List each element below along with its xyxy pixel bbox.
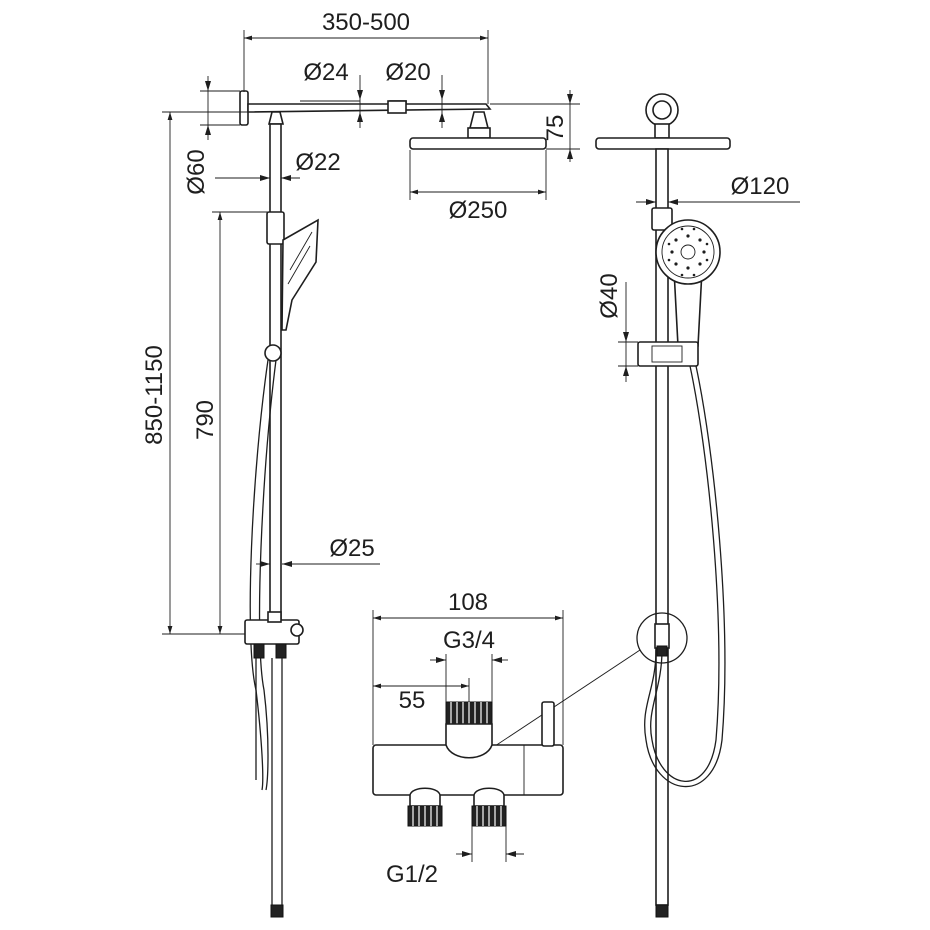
riser-pipe [269, 123, 282, 621]
spray-nozzles [667, 227, 709, 277]
dim-rail-length: 790 [192, 400, 219, 440]
dim-head-dia: Ø250 [449, 197, 508, 224]
dim-riser-dia-bottom: Ø25 [329, 535, 374, 562]
dim-outlet-thread: G3/4 [443, 627, 495, 654]
side-view [239, 90, 547, 918]
front-holder [637, 341, 699, 367]
overhead-shower-head [409, 137, 547, 150]
side-dimensions: 350-500 Ø24 Ø20 75 Ø250 Ø60 Ø22 [141, 9, 580, 635]
front-hose [644, 365, 726, 788]
front-overhead-head [595, 137, 731, 150]
hand-shower-side [281, 218, 319, 331]
dim-holder-dia: Ø40 [596, 273, 623, 318]
dim-head-height: 75 [542, 115, 569, 142]
dim-wall-flange: Ø60 [183, 149, 210, 194]
wall-flange [239, 90, 249, 126]
dim-total-height: 850-1150 [141, 345, 168, 445]
riser-top-fitting [267, 111, 285, 125]
valve-detail [372, 701, 564, 827]
valve-dimensions: 108 G3/4 55 G1/2 [372, 589, 564, 888]
valve-handle [541, 701, 555, 747]
front-view [491, 93, 731, 918]
dim-arm-dia-tip: Ø20 [385, 59, 430, 86]
front-dimensions: Ø120 Ø40 [596, 173, 800, 382]
dim-arm-reach: 350-500 [322, 9, 410, 36]
dim-valve-width: 108 [448, 589, 488, 616]
front-hand-shower-face [655, 219, 721, 285]
slider-holder [266, 211, 285, 245]
dim-outlet-offset: 55 [399, 687, 426, 714]
dim-arm-dia-wall: Ø24 [303, 59, 348, 86]
detail-callout-circle [636, 612, 688, 664]
hose-swivel [264, 344, 282, 362]
dim-inlet-thread: G1/2 [386, 861, 438, 888]
head-connector [468, 111, 490, 129]
dim-handshower-dia: Ø120 [731, 173, 790, 200]
shower-arm [247, 100, 492, 113]
dim-riser-dia-top: Ø22 [295, 149, 340, 176]
